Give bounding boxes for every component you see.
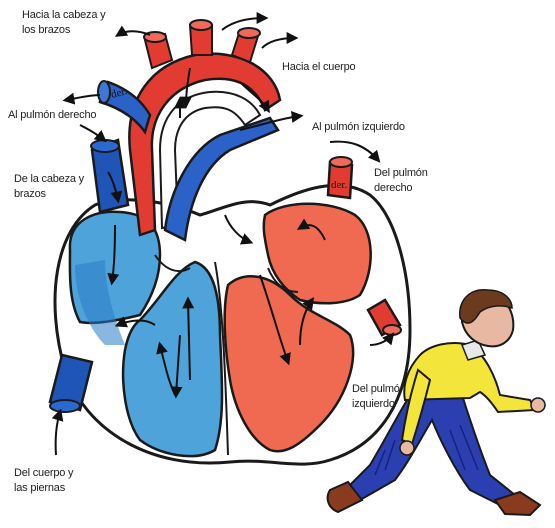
label-left-lung-out: Al pulmón izquierdo — [312, 120, 405, 135]
label-left-lung-in: Del pulmón izquierdo — [352, 382, 406, 412]
label-head-arms-out: Hacia la cabeza y los brazos — [22, 8, 105, 38]
label-right-lung-in: Del pulmón derecho — [374, 166, 428, 196]
label-body-out: Hacia el cuerpo — [282, 60, 355, 75]
label-body-legs-in: Del cuerpo y las piernas — [14, 466, 73, 496]
label-right-lung-out: Al pulmón derecho — [8, 108, 96, 123]
label-head-arms-in: De la cabeza y brazos — [14, 172, 84, 202]
right-pulmonary-vein-tag: der. — [331, 179, 347, 191]
